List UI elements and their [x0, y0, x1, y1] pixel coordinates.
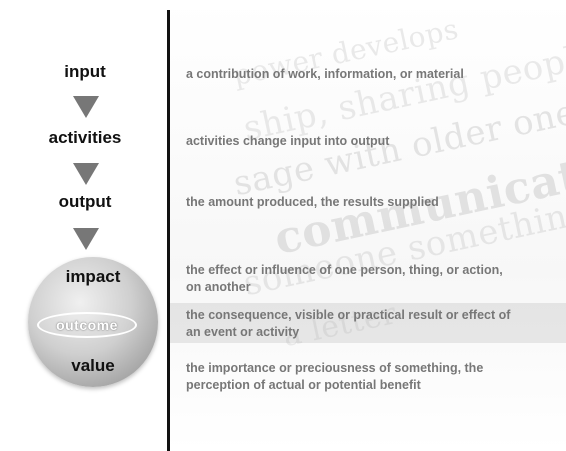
outcome-highlight-band: [170, 303, 566, 343]
down-arrow-icon: [73, 96, 99, 118]
definition-input: a contribution of work, information, or …: [186, 67, 464, 81]
down-arrow-icon: [73, 228, 99, 250]
stage-label-input: input: [64, 62, 106, 81]
stage-label-impact: impact: [65, 267, 121, 286]
stage-label-value: value: [71, 356, 115, 375]
definition-outcome: the consequence, visible or practical re…: [186, 308, 511, 339]
definition-value: the importance or preciousness of someth…: [186, 361, 484, 392]
down-arrow-icon: [73, 163, 99, 185]
stage-label-output: output: [58, 192, 112, 211]
definition-activities: activities change input into output: [186, 134, 390, 148]
definition-output: the amount produced, the results supplie…: [186, 195, 439, 209]
stage-label-outcome: outcome: [37, 312, 137, 338]
background-text-panel: power develops ship, sharing people sage…: [170, 0, 566, 451]
vertical-divider: [167, 10, 170, 451]
stage-label-activities: activities: [48, 128, 122, 147]
definition-impact: the effect or influence of one person, t…: [186, 263, 503, 294]
